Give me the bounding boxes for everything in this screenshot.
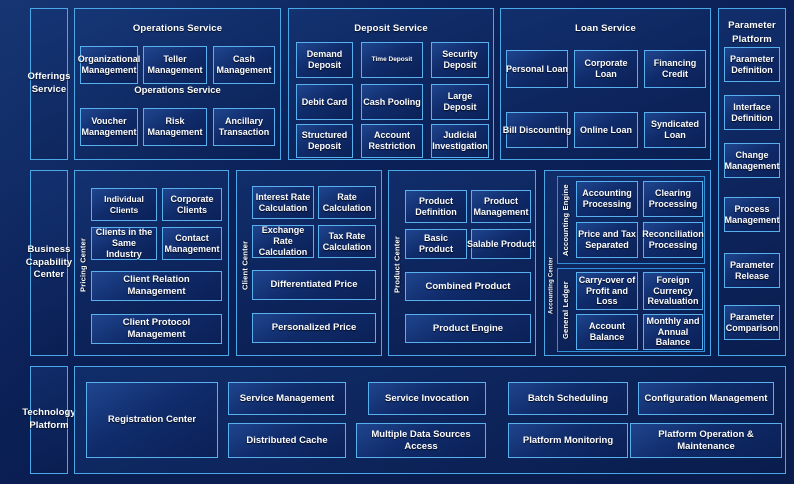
vlabel-accounting-center: Accounting Center — [548, 256, 555, 314]
cell-distributed-cache[interactable]: Distributed Cache — [228, 423, 346, 458]
cell-corporate-clients[interactable]: Corporate Clients — [162, 188, 222, 221]
cell-combined-product[interactable]: Combined Product — [405, 272, 531, 301]
cell-rate-calculation[interactable]: Rate Calculation — [318, 186, 376, 219]
group-parameter-platform-title: Parameter Platform — [728, 20, 776, 45]
cell-demand-deposit[interactable]: Demand Deposit — [296, 42, 353, 78]
cell-security-deposit[interactable]: Security Deposit — [431, 42, 489, 78]
cell-structured-deposit[interactable]: Structured Deposit — [296, 124, 353, 158]
cell-service-invocation[interactable]: Service Invocation — [368, 382, 486, 415]
cell-interface-definition[interactable]: Interface Definition — [724, 95, 780, 130]
cell-financing-credit[interactable]: Financing Credit — [644, 50, 706, 88]
cell-differentiated-price[interactable]: Differentiated Price — [252, 270, 376, 300]
cell-corporate-loan[interactable]: Corporate Loan — [574, 50, 638, 88]
cell-basic-product[interactable]: Basic Product — [405, 229, 467, 259]
cell-online-loan[interactable]: Online Loan — [574, 112, 638, 148]
cell-process-management[interactable]: Process Management — [724, 197, 780, 232]
rail-offerings-service-label: Offerings Service — [27, 71, 71, 95]
cell-account-balance[interactable]: Account Balance — [576, 314, 638, 350]
cell-cash-management[interactable]: Cash Management — [213, 46, 275, 84]
cell-contact-management[interactable]: Contact Management — [162, 227, 222, 260]
cell-exchange-rate-calculation[interactable]: Exchange Rate Calculation — [252, 225, 314, 258]
cell-cash-pooling[interactable]: Cash Pooling — [361, 84, 423, 120]
rail-offerings-service: Offerings Service — [27, 8, 71, 160]
vlabel-accounting-engine: Accounting Engine — [561, 184, 570, 256]
cell-personalized-price[interactable]: Personalized Price — [252, 313, 376, 343]
cell-platform-monitoring[interactable]: Platform Monitoring — [508, 423, 628, 458]
cell-individual-clients[interactable]: Individual Clients — [91, 188, 157, 221]
cell-carry-over-of-profit-and-loss[interactable]: Carry-over of Profit and Loss — [576, 272, 638, 310]
cell-time-deposit[interactable]: Time Deposit — [361, 42, 423, 78]
vlabel-general-ledger: General Ledger — [561, 281, 570, 339]
cell-foreign-currency-revaluation[interactable]: Foreign Currency Revaluation — [643, 272, 703, 310]
cell-reconciliation-processing[interactable]: Reconciliation Processing — [642, 222, 704, 258]
cell-configuration-management[interactable]: Configuration Management — [638, 382, 774, 415]
cell-change-management[interactable]: Change Management — [724, 143, 780, 178]
cell-registration-center[interactable]: Registration Center — [86, 382, 218, 458]
cell-parameter-release[interactable]: Parameter Release — [724, 253, 780, 288]
cell-platform-operation-maintenance[interactable]: Platform Operation & Maintenance — [630, 423, 782, 458]
rail-business-capability-center-label: Business Capability Center — [25, 244, 73, 281]
vlabel-pricing-center: Pricing Center — [78, 237, 88, 293]
cell-product-management[interactable]: Product Management — [471, 190, 531, 223]
group-operations-service-title: Operations Service — [132, 23, 223, 34]
cell-interest-rate-calculation[interactable]: Interest Rate Calculation — [252, 186, 314, 219]
cell-multiple-data-sources-access[interactable]: Multiple Data Sources Access — [356, 423, 486, 458]
cell-client-protocol-management[interactable]: Client Protocol Management — [91, 314, 222, 344]
cell-debit-card[interactable]: Debit Card — [296, 84, 353, 120]
cell-personal-loan[interactable]: Personal Loan — [506, 50, 568, 88]
cell-judicial-investigation[interactable]: Judicial Investigation — [431, 124, 489, 158]
group-deposit-service-title: Deposit Service — [354, 23, 428, 34]
cell-clients-in-the-same-industry[interactable]: Clients in the Same Industry — [91, 227, 157, 260]
cell-bill-discounting[interactable]: Bill Discounting — [503, 112, 571, 148]
cell-teller-management[interactable]: Teller Management — [143, 46, 207, 84]
vlabel-client-center: Client Center — [240, 240, 250, 290]
rail-technology-platform-label: Technology Platform — [22, 407, 76, 431]
cell-voucher-management[interactable]: Voucher Management — [80, 108, 138, 146]
cell-salable-product[interactable]: Salable Product — [467, 229, 535, 259]
cell-parameter-comparison[interactable]: Parameter Comparison — [724, 305, 780, 340]
cell-clearing-processing[interactable]: Clearing Processing — [643, 181, 703, 217]
cell-large-deposit[interactable]: Large Deposit — [431, 84, 489, 120]
cell-accounting-processing[interactable]: Accounting Processing — [576, 181, 638, 217]
cell-parameter-definition[interactable]: Parameter Definition — [724, 47, 780, 82]
cell-tax-rate-calculation[interactable]: Tax Rate Calculation — [318, 225, 376, 258]
cell-ancillary-transaction[interactable]: Ancillary Transaction — [213, 108, 275, 146]
cell-client-relation-management[interactable]: Client Relation Management — [91, 271, 222, 301]
rail-business-capability-center: Business Capability Center — [26, 170, 72, 356]
cell-product-definition[interactable]: Product Definition — [405, 190, 467, 223]
rail-technology-platform: Technology Platform — [22, 366, 76, 474]
cell-price-and-tax-separated[interactable]: Price and Tax Separated — [576, 222, 638, 258]
cell-batch-scheduling[interactable]: Batch Scheduling — [508, 382, 628, 415]
group-loan-service-title: Loan Service — [575, 23, 636, 34]
vlabel-product-center: Product Center — [392, 236, 402, 294]
cell-product-engine[interactable]: Product Engine — [405, 314, 531, 343]
cell-risk-management[interactable]: Risk Management — [143, 108, 207, 146]
cell-account-restriction[interactable]: Account Restriction — [361, 124, 423, 158]
cell-service-management[interactable]: Service Management — [228, 382, 346, 415]
cell-syndicated-loan[interactable]: Syndicated Loan — [644, 112, 706, 148]
cell-organizational-management[interactable]: Organizational Management — [78, 46, 140, 84]
group-operations-service-overlay-title: Operations Service — [134, 85, 221, 96]
cell-monthly-and-annual-balance[interactable]: Monthly and Annual Balance — [643, 314, 703, 350]
